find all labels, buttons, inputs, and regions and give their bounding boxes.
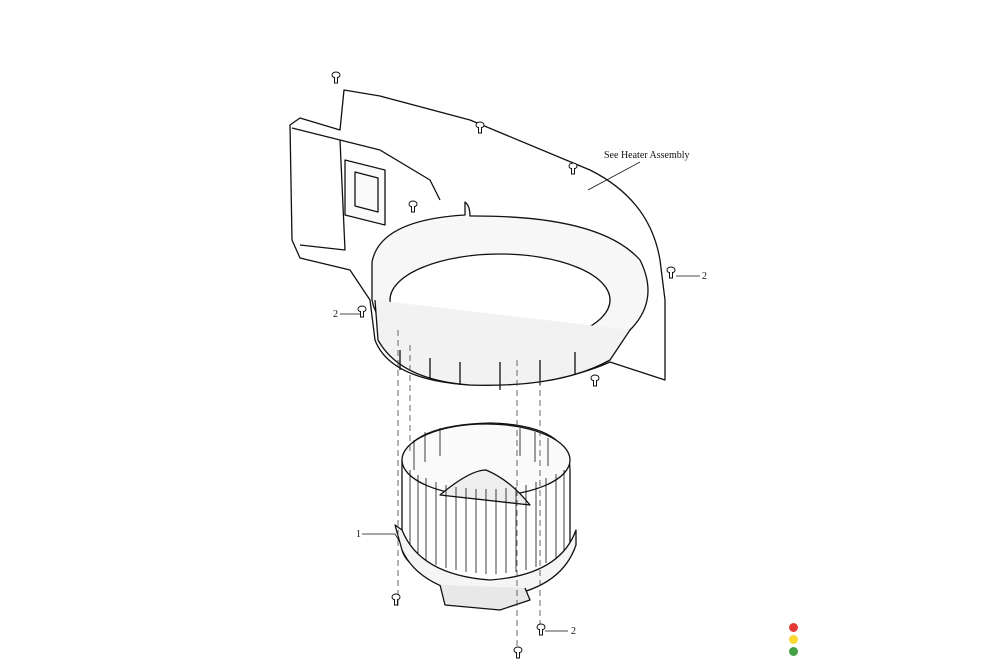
heater-assembly-callout: See Heater Assembly (604, 150, 690, 161)
status-dot-yellow[interactable] (789, 635, 798, 644)
callout-blower-motor: 1 (356, 529, 361, 540)
status-dot-red[interactable] (789, 623, 798, 632)
callout-screw-bottom: 2 (571, 626, 576, 637)
screws (331, 71, 676, 659)
callout-screw-right: 2 (702, 271, 707, 282)
status-dot-green[interactable] (789, 647, 798, 656)
callout-screw-left: 2 (333, 309, 338, 320)
